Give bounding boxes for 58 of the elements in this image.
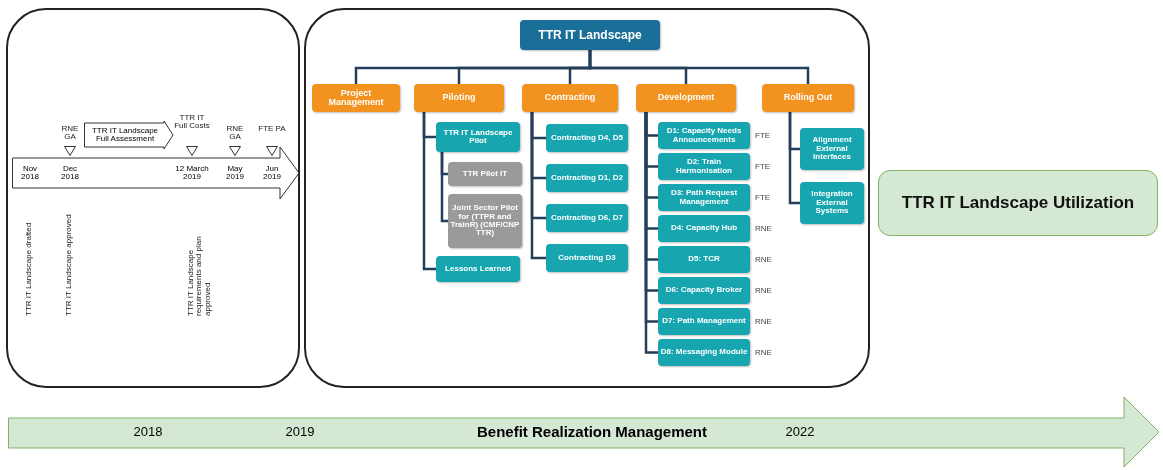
connector-line [644,112,658,137]
connector-line [440,152,448,176]
task-box: Contracting D4, D5 [546,124,628,152]
milestone-label: TTR IT Full Costs [174,114,210,131]
task-box: Alignment External Interfaces [800,128,864,170]
milestone-note: TTR IT Landscape drafted [25,221,34,316]
task-box: Joint Sector Pilot for (TTPR and TrainR) (CMF/CNP TTR) [448,194,522,248]
task-box: Contracting D1, D2 [546,164,628,192]
task-box: Contracting D3 [546,244,628,272]
task-box: Integration External Systems [800,182,864,224]
date-label: May 2019 [225,164,245,182]
connector-line [788,112,800,151]
milestone-note: TTR IT Landscape approved [65,213,74,316]
owner-label: RNE [755,254,772,264]
owner-label: RNE [755,347,772,357]
phase-box: Contracting [522,84,618,112]
owner-label: FTE [755,130,771,140]
task-box: D5: TCR [658,246,750,273]
connector-line [354,50,592,84]
milestone-label: RNE GA [225,125,245,142]
milestone-label: FTE PA [258,125,286,134]
task-box: D7: Path Management [658,308,750,335]
panel-card [6,8,300,388]
phase-box: Project Management [312,84,400,112]
date-label: Nov 2018 [20,164,40,182]
task-box: D3: Path Request Management [658,184,750,211]
connector-line [530,112,546,140]
connector-line [422,112,436,139]
task-box: D2: Train Harmonisation [658,153,750,180]
panel-card [304,8,870,388]
result-box: TTR IT Landscape Utilization [878,170,1158,236]
owner-label: FTE [755,192,771,202]
period-label: TTR IT Landscape Full Assessment [90,126,160,144]
date-label: 2022 [784,424,816,439]
milestone-label: RNE GA [60,125,80,142]
root-box: TTR IT Landscape [520,20,660,50]
timeline-title: Benefit Realization Management [475,423,708,440]
owner-label: RNE [755,316,772,326]
task-box: D8: Messaging Module [658,339,750,366]
date-label: Jun 2019 [262,164,282,182]
owner-label: FTE [755,161,771,171]
date-label: 2018 [132,424,164,439]
phase-box: Development [636,84,736,112]
owner-label: RNE [755,223,772,233]
phase-box: Rolling Out [762,84,854,112]
task-box: TTR IT Landscape Pilot [436,122,520,152]
owner-label: RNE [755,285,772,295]
phase-box: Piloting [414,84,504,112]
task-box: Lessons Learned [436,256,520,282]
task-box: D6: Capacity Broker [658,277,750,304]
milestone-note: TTR IT Landscape requirements and plan approved [187,235,213,316]
task-box: D4: Capacity Hub [658,215,750,242]
task-box: Contracting D6, D7 [546,204,628,232]
task-box: TTR Pilot IT [448,162,522,186]
task-box: D1: Capacity Needs Announcements [658,122,750,149]
date-label: 12 March 2019 [174,164,210,182]
date-label: Dec 2018 [60,164,80,182]
date-label: 2019 [284,424,316,439]
